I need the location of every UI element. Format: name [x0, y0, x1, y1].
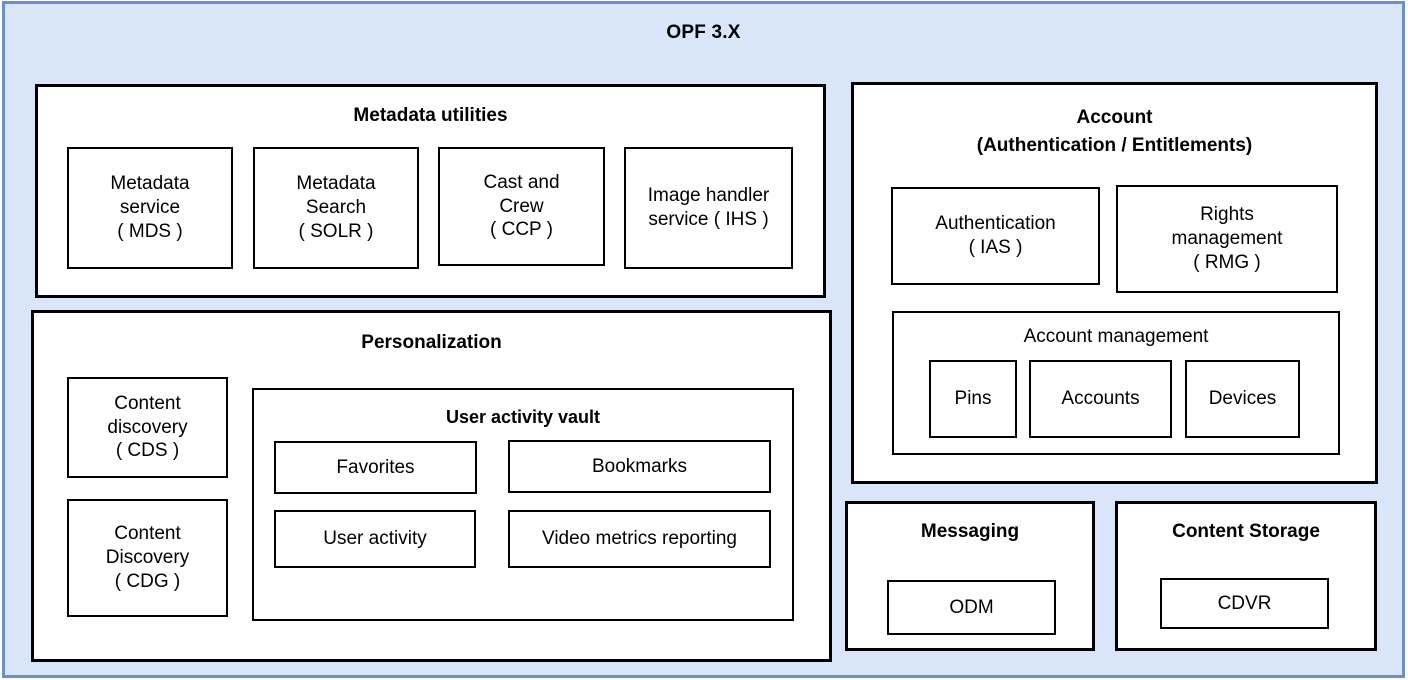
box-devices[interactable]: Devices — [1185, 360, 1300, 438]
panel-title-content-storage: Content Storage — [1172, 521, 1320, 542]
box-pins[interactable]: Pins — [929, 360, 1017, 438]
panel-title-personalization: Personalization — [361, 332, 502, 353]
panel-account: Account (Authentication / Entitlements) … — [851, 82, 1378, 484]
box-bookmarks[interactable]: Bookmarks — [508, 440, 771, 493]
box-video-metrics-reporting[interactable]: Video metrics reporting — [508, 510, 771, 568]
panel-title-account-management: Account management — [1023, 326, 1209, 347]
panel-personalization: Personalization Content discovery ( CDS … — [31, 310, 832, 662]
box-authentication-ias[interactable]: Authentication ( IAS ) — [891, 187, 1100, 285]
box-odm[interactable]: ODM — [887, 580, 1056, 635]
panel-messaging: Messaging ODM — [845, 501, 1095, 651]
panel-metadata-utilities: Metadata utilities Metadata service ( MD… — [35, 84, 826, 298]
box-favorites[interactable]: Favorites — [274, 441, 477, 494]
box-cdvr[interactable]: CDVR — [1160, 578, 1329, 629]
panel-user-activity-vault: User activity vault Favorites Bookmarks … — [252, 388, 794, 621]
box-user-activity[interactable]: User activity — [274, 510, 476, 568]
box-image-handler-service[interactable]: Image handler service ( IHS ) — [624, 147, 793, 269]
box-metadata-service[interactable]: Metadata service ( MDS ) — [67, 147, 233, 269]
box-content-discovery-cds[interactable]: Content discovery ( CDS ) — [67, 377, 228, 478]
panel-title-user-activity-vault: User activity vault — [445, 407, 601, 427]
box-metadata-search[interactable]: Metadata Search ( SOLR ) — [253, 147, 419, 269]
panel-account-management: Account management Pins Accounts Devices — [892, 311, 1340, 455]
panel-content-storage: Content Storage CDVR — [1115, 501, 1377, 651]
diagram-title: OPF 3.X — [666, 22, 741, 43]
panel-title-metadata-utilities: Metadata utilities — [353, 105, 508, 126]
box-accounts[interactable]: Accounts — [1029, 360, 1172, 438]
box-rights-management-rmg[interactable]: Rights management ( RMG ) — [1116, 185, 1338, 293]
box-cast-and-crew[interactable]: Cast and Crew ( CCP ) — [438, 147, 605, 266]
panel-title-account: Account (Authentication / Entitlements) — [976, 107, 1253, 156]
box-content-discovery-cdg[interactable]: Content Discovery ( CDG ) — [67, 499, 228, 617]
panel-title-messaging: Messaging — [920, 521, 1020, 542]
